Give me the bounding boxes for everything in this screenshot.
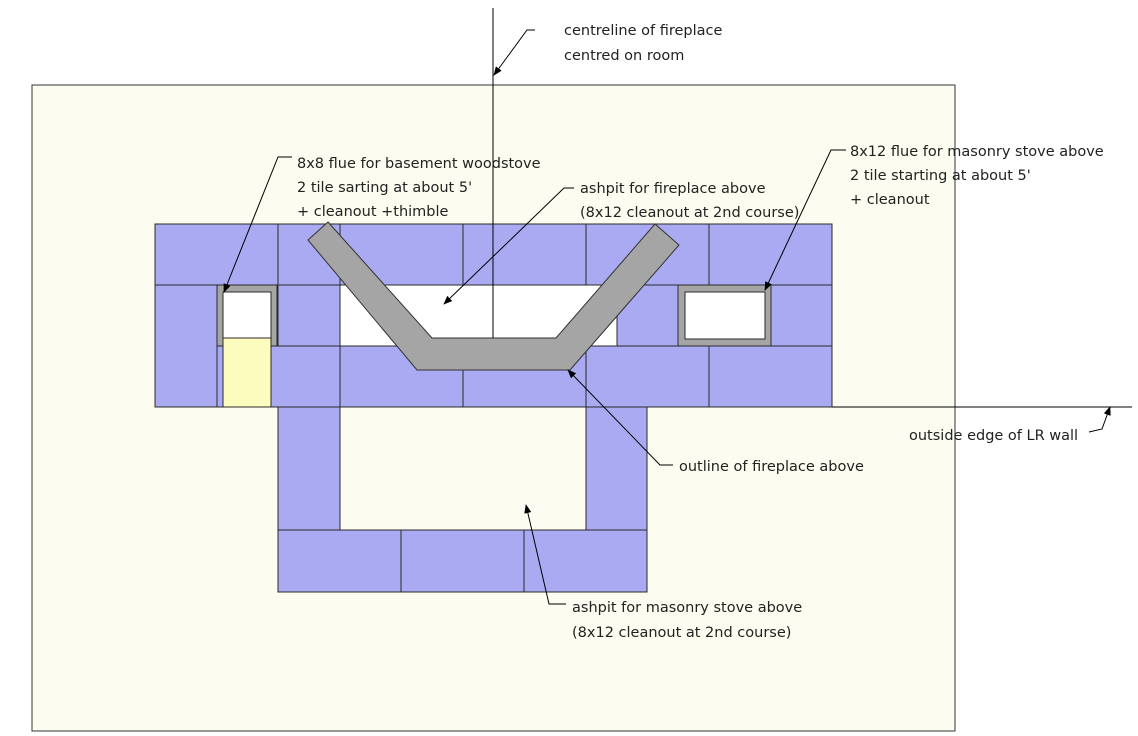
leader-ashpit-fireplace: [443, 187, 574, 305]
block: [770, 284, 833, 347]
flue-8x8-opening: [222, 291, 272, 339]
annotation-flue-8x12: 8x12 flue for masonry stove above 2 tile…: [850, 144, 1104, 208]
ashpit-opening-stove: [339, 406, 587, 531]
annotation-fireplace-outline: outline of fireplace above: [679, 459, 864, 475]
annotation-text: (8x12 cleanout at 2nd course): [572, 625, 791, 641]
leader-flue-8x12: [764, 149, 846, 291]
annotation-text: outline of fireplace above: [679, 459, 864, 475]
block: [277, 284, 341, 347]
annotation-text: + cleanout +thimble: [297, 204, 449, 220]
leader-fireplace-outline: [567, 369, 673, 466]
block: [708, 223, 833, 286]
block: [523, 529, 648, 593]
flue-8x12-opening: [684, 291, 766, 340]
annotation-text: outside edge of LR wall: [909, 428, 1078, 444]
block: [277, 406, 341, 531]
annotation-text: centreline of fireplace: [564, 23, 722, 39]
block: [585, 406, 648, 531]
block: [462, 223, 587, 286]
annotation-text: ashpit for fireplace above: [580, 181, 766, 197]
fireplace-outline: [307, 221, 680, 371]
annotation-text: ashpit for masonry stove above: [572, 600, 802, 616]
annotation-text: + cleanout: [850, 192, 930, 208]
annotation-text: 2 tile starting at about 5': [850, 168, 1031, 184]
annotation-ashpit-fireplace: ashpit for fireplace above (8x12 cleanou…: [580, 181, 799, 221]
block: [154, 284, 218, 408]
annotation-flue-8x8: 8x8 flue for basement woodstove 2 tile s…: [297, 156, 541, 220]
leader-flue-8x8: [223, 156, 292, 293]
block: [400, 529, 525, 593]
annotation-text: (8x12 cleanout at 2nd course): [580, 205, 799, 221]
block: [585, 345, 710, 408]
block: [154, 223, 279, 286]
annotation-text: centred on room: [564, 48, 684, 64]
annotation-text: 2 tile sarting at about 5': [297, 180, 472, 196]
leader-centreline: [493, 29, 535, 76]
flue-8x8-cleanout: [222, 337, 272, 408]
block: [277, 529, 402, 593]
annotation-centreline: centreline of fireplace centred on room: [564, 23, 722, 64]
block: [708, 345, 833, 408]
leader-ashpit-stove: [524, 504, 566, 605]
annotation-lr-wall: outside edge of LR wall: [909, 428, 1078, 444]
block: [269, 345, 341, 408]
annotation-ashpit-stove: ashpit for masonry stove above (8x12 cle…: [572, 600, 802, 641]
annotation-text: 8x12 flue for masonry stove above: [850, 144, 1104, 160]
leader-lr-wall: [1088, 406, 1111, 433]
annotation-text: 8x8 flue for basement woodstove: [297, 156, 541, 172]
